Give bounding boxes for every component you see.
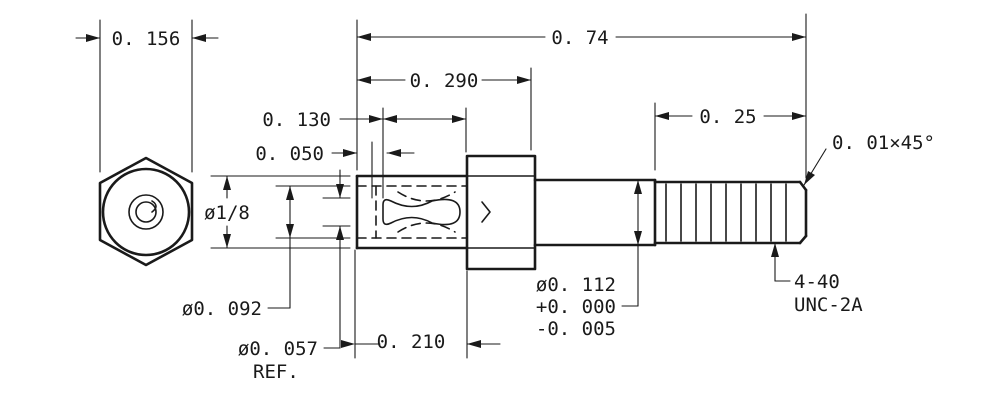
body-offset-dimension: 0. 210 [341,249,501,359]
chamfer-callout: 0. 01×45° [803,132,935,186]
hole-diameter-label: ø0. 057 [238,338,318,360]
thread-size-label: 4-40 [794,271,840,293]
hex-bore-circle [128,194,164,230]
chamfer-label: 0. 01×45° [832,132,935,154]
hole-note-label: REF. [253,361,299,383]
thread-class-label: UNC-2A [794,294,863,316]
body-offset-label: 0. 210 [377,331,446,353]
overall-length-dimension: 0. 74 [356,13,807,179]
hole-diameter-dimension: ø0. 057 REF. [238,169,351,383]
hex-outline [98,156,194,267]
bore-diameter-label: ø0. 092 [182,298,262,320]
slot-length-label: 0. 130 [262,109,331,131]
shank-diameter-dimension: ø0. 112 +0. 000 -0. 005 [536,179,642,340]
thread-lines [665,183,787,242]
body-length-label: 0. 290 [410,70,479,92]
thread-callout: 4-40 UNC-2A [771,242,863,316]
thread-length-dimension: 0. 25 [654,102,807,171]
head-diameter-dimension: ø1/8 [204,175,351,249]
thread-length-label: 0. 25 [699,106,756,128]
overall-length-label: 0. 74 [551,27,608,49]
hex-width-dimension: 0. 156 [75,19,219,173]
shank-diameter-label: ø0. 112 [536,274,616,296]
head-diameter-label: ø1/8 [204,202,250,224]
hex-body-side [465,154,537,271]
slot-width-label: 0. 050 [255,143,324,165]
side-view [355,154,808,271]
slot-length-dimension: 0. 130 [262,107,467,199]
slot-width-dimension: 0. 050 [255,141,415,199]
hex-slot-mark [151,200,157,213]
hex-inner-circle [135,201,157,223]
hex-width-label: 0. 156 [112,28,181,50]
hex-outer-circle [101,167,191,257]
hex-end-view [98,156,194,267]
slot-shape [382,198,461,226]
shank-tol-plus-label: +0. 000 [536,296,616,318]
body-length-dimension: 0. 290 [356,67,532,151]
shank-tol-minus-label: -0. 005 [536,318,616,340]
